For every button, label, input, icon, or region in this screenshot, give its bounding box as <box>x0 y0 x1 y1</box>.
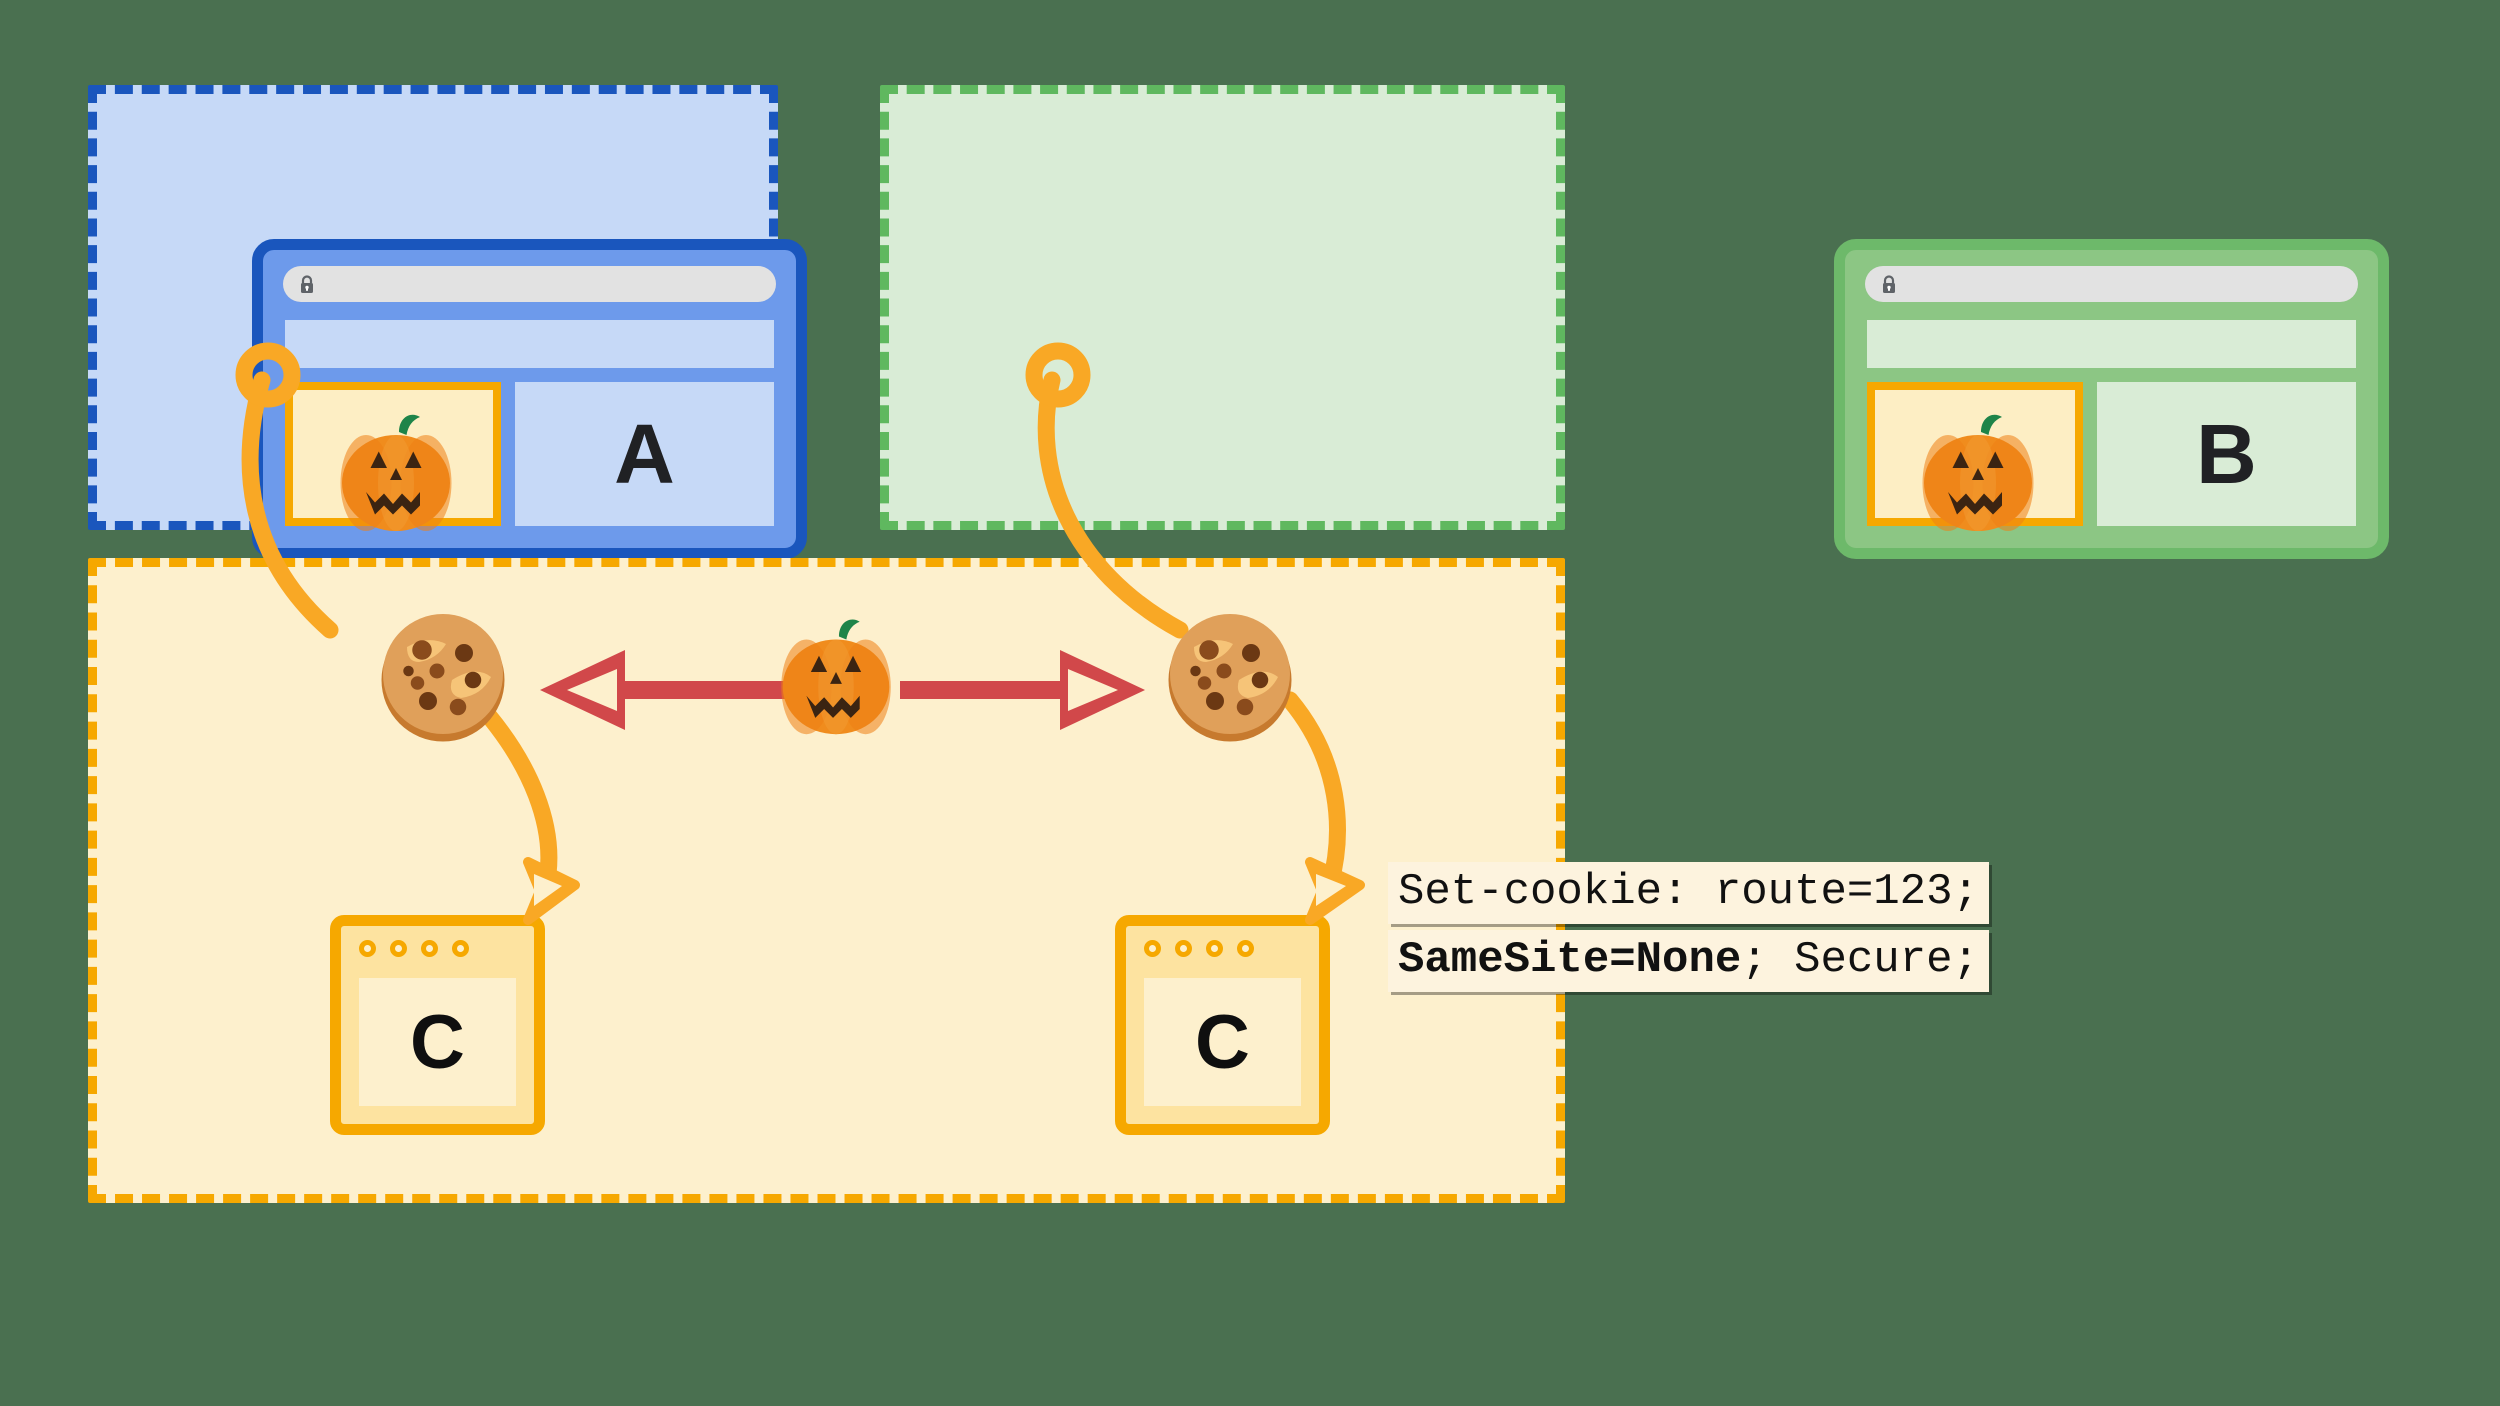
url-bar-a[interactable] <box>283 266 776 302</box>
context-box-a: A <box>88 85 807 559</box>
server-dot-icon <box>1175 940 1192 957</box>
server-dot-icon <box>390 940 407 957</box>
pumpkin-icon <box>321 396 471 546</box>
context-box-b: B <box>880 85 2389 559</box>
cookie-icon <box>1155 602 1305 752</box>
content-strip-b <box>1867 320 2356 368</box>
server-dot-icon <box>359 940 376 957</box>
lock-icon <box>299 275 315 294</box>
pumpkin-icon <box>762 600 910 750</box>
cookie-icon <box>368 602 518 752</box>
server-dot-icon <box>421 940 438 957</box>
server-dot-icon <box>1144 940 1161 957</box>
browser-window-b: B <box>1834 239 2389 559</box>
page-panes-a: A <box>285 382 774 531</box>
set-cookie-code-label: Set-cookie: route=123; SameSite=None; Se… <box>1388 862 1989 998</box>
server-letter-right: C <box>1144 978 1301 1106</box>
code-line-2: SameSite=None; Secure; <box>1388 930 1989 992</box>
page-panes-b: B <box>1867 382 2356 531</box>
server-dot-icon <box>452 940 469 957</box>
code-line-1: Set-cookie: route=123; <box>1388 862 1989 924</box>
server-letter-left: C <box>359 978 516 1106</box>
embedded-frame-b <box>1867 382 2083 531</box>
embedded-frame-a <box>285 382 501 531</box>
content-strip-a <box>285 320 774 368</box>
lock-icon <box>1881 275 1897 294</box>
pumpkin-icon <box>1903 396 2053 546</box>
server-titlebar-dots-left <box>359 940 469 957</box>
server-box-c-left: C <box>330 915 545 1135</box>
server-dot-icon <box>1237 940 1254 957</box>
browser-window-a: A <box>252 239 807 559</box>
url-bar-b[interactable] <box>1865 266 2358 302</box>
server-titlebar-dots-right <box>1144 940 1254 957</box>
page-letter-b: B <box>2097 382 2356 526</box>
page-letter-a: A <box>515 382 774 526</box>
server-box-c-right: C <box>1115 915 1330 1135</box>
server-dot-icon <box>1206 940 1223 957</box>
code-samesite-none: SameSite=None <box>1398 935 1742 985</box>
code-secure: ; Secure; <box>1741 935 1979 985</box>
